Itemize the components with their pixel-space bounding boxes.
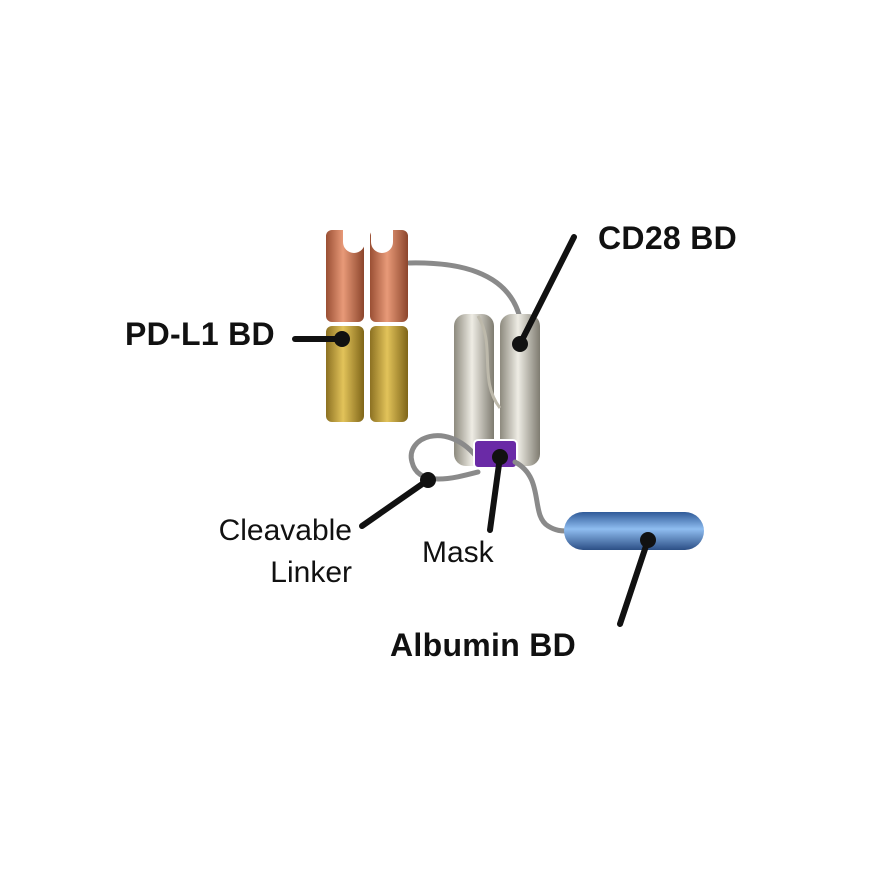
albumin-bd-label: Albumin BD — [390, 627, 577, 663]
cd28-bd-label: CD28 BD — [598, 220, 738, 256]
pdl1-bd-label: PD-L1 BD — [125, 316, 275, 352]
linker-mask-albumin — [512, 459, 569, 534]
pdl1-binding-domain — [326, 230, 408, 422]
albumin-binding-domain — [564, 512, 704, 550]
cleavable-linker-loop — [408, 433, 481, 482]
linker-pdl1-cd28 — [406, 260, 523, 321]
cd28-binding-domain — [454, 314, 540, 466]
cleavable-linker-label: Cleavable Linker — [182, 510, 352, 594]
leader-dots — [334, 331, 656, 548]
mask-label: Mask — [422, 536, 494, 569]
leader-lines — [292, 234, 651, 627]
cleavable-linker-line2: Linker — [270, 556, 352, 589]
cleavable-linker-line1: Cleavable — [218, 514, 352, 547]
